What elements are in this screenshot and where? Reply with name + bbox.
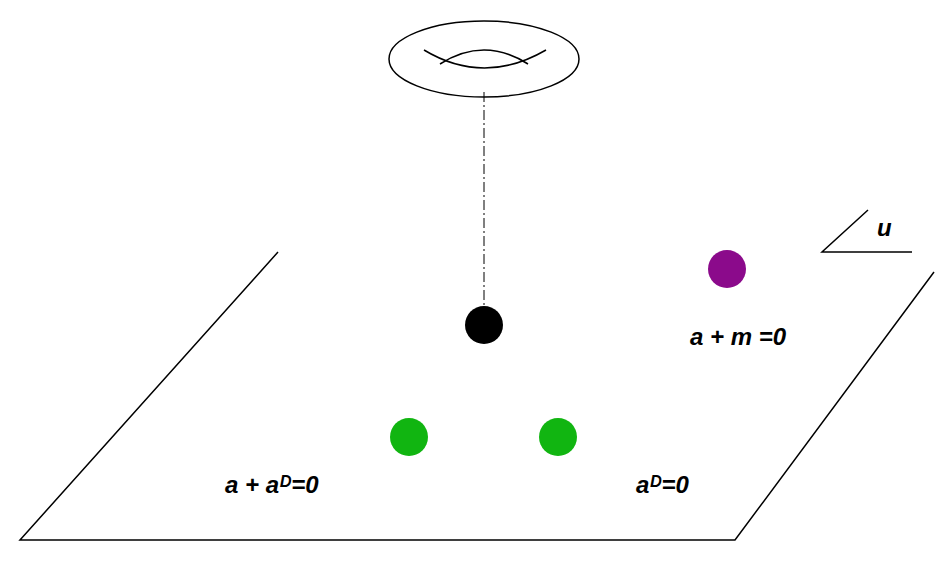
singular-point — [708, 250, 746, 288]
torus-hole-lower — [424, 50, 546, 68]
formula-label: a + aᴰ=0 — [225, 473, 319, 497]
torus-hole-upper — [440, 50, 528, 64]
torus-outline — [389, 21, 579, 97]
fiber-line — [484, 92, 485, 305]
formula-label: aᴰ=0 — [636, 473, 689, 497]
plane-corner-mark — [822, 210, 912, 252]
formula-label: u — [877, 216, 892, 240]
singular-point — [465, 306, 503, 344]
plane-outline — [20, 252, 934, 540]
formula-label: a + m =0 — [690, 325, 786, 349]
singular-point — [390, 418, 428, 456]
singular-point — [539, 418, 577, 456]
